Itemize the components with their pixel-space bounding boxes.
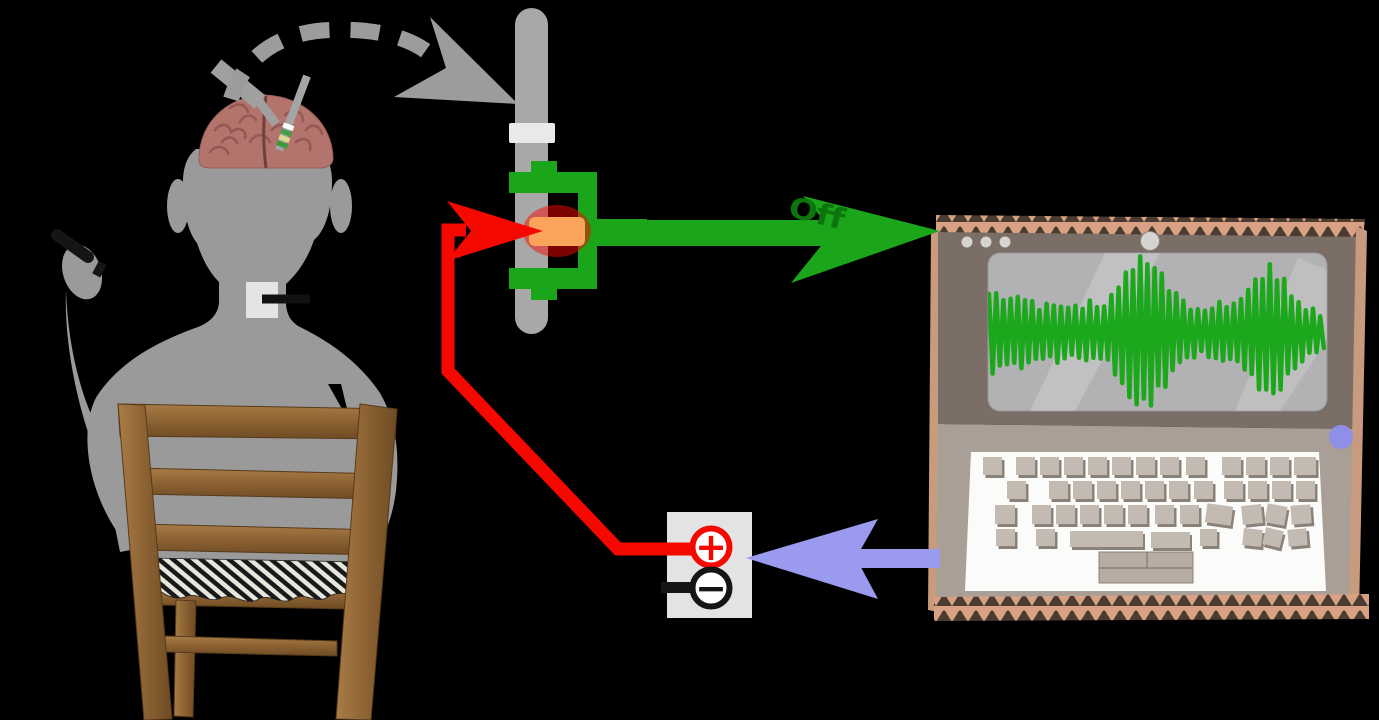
indicator-dot-1: [961, 236, 973, 248]
keyboard-key: [996, 529, 1018, 549]
laptop-bottom-cardboard-edge: [934, 594, 1369, 621]
chair-front-leg: [173, 599, 197, 718]
right-ear: [330, 179, 352, 233]
keyboard-key: [1246, 457, 1268, 478]
keyboard-key: [1036, 529, 1058, 549]
gray-arrowhead: [394, 17, 518, 104]
dashed-transfer-arrow: [223, 17, 518, 104]
laptop-top-cardboard-edge: [936, 215, 1365, 237]
keyboard-key: [1287, 528, 1311, 550]
keyboard-key: [1040, 457, 1062, 478]
keyboard-key: [1180, 505, 1202, 527]
probe-tube-assembly: [447, 8, 647, 334]
wooden-chair: [117, 403, 398, 720]
keyboard-key: [1290, 504, 1315, 528]
keyboard-key: [1186, 457, 1208, 478]
minus-terminal-label: −: [695, 566, 727, 610]
chair-right-stile: [335, 403, 398, 720]
keyboard-key: [983, 457, 1005, 478]
webcam-dot: [1140, 231, 1160, 251]
exposed-brain: [198, 59, 334, 169]
keyboard-key: [1097, 481, 1119, 502]
minus-terminal: −: [689, 566, 733, 610]
keyboard-key: [1160, 457, 1182, 478]
implant-electrode: [275, 74, 311, 152]
keyboard-key: [1104, 505, 1126, 527]
keyboard-key: [1016, 457, 1038, 478]
keyboard-key: [1080, 505, 1102, 527]
keyboard-key: [1294, 457, 1319, 478]
indicator-dot-3: [999, 236, 1011, 248]
keyboard-key: [1264, 503, 1290, 529]
handheld-pen: [51, 229, 107, 278]
keyboard-key: [1155, 505, 1177, 527]
keyboard-key: [1136, 457, 1158, 478]
cardboard-laptop: [928, 215, 1369, 621]
plus-terminal-label: +: [695, 525, 727, 569]
chair-top-rail: [117, 403, 398, 440]
green-arrowhead: [791, 196, 940, 283]
keyboard-key: [1262, 527, 1286, 552]
signal-output-arrow: Off: [593, 191, 940, 283]
keyboard-keys: [983, 457, 1319, 552]
keyboard-key: [1248, 481, 1270, 502]
keyboard-key: [1270, 457, 1292, 478]
stimulus-wire: [441, 223, 699, 556]
tube-band: [509, 123, 555, 143]
head-and-torso: [87, 149, 398, 572]
chair-rail-2: [133, 467, 387, 500]
power-button: [1329, 425, 1353, 449]
stimulus-arrowhead: [447, 201, 543, 261]
feedback-arrow: [746, 519, 940, 599]
dashed-arc: [223, 21, 436, 102]
keyboard-key: [1073, 481, 1095, 502]
keyboard-key: [1049, 481, 1071, 502]
keyboard-key: [1242, 528, 1266, 551]
keyboard-key: [1128, 505, 1150, 527]
keyboard-key: [1112, 457, 1134, 478]
keyboard-key: [1222, 457, 1244, 478]
keyboard-key: [1169, 481, 1191, 502]
keyboard-key: [1121, 481, 1143, 502]
laptop-right-cardboard-edge: [1349, 226, 1367, 614]
keyboard-key: [1056, 505, 1078, 527]
indicator-dot-2: [980, 236, 992, 248]
blue-arrowhead: [746, 519, 878, 599]
heat-core: [529, 217, 585, 246]
signal-waveform: [988, 254, 1327, 408]
electrode-bands: [276, 122, 295, 149]
chair-stretcher: [164, 635, 338, 657]
keyboard-key: [1007, 481, 1029, 502]
chair-left-stile: [117, 403, 173, 720]
keyboard-key: [1241, 504, 1266, 528]
spacebar-group: [1070, 531, 1192, 551]
indicator-lights: [961, 236, 1011, 248]
keyboard-key: [1200, 529, 1220, 549]
blue-arrow-shaft: [851, 549, 940, 568]
person-silhouette: [51, 149, 398, 572]
keyboard-key: [1088, 457, 1110, 478]
keyboard-key: [1032, 505, 1054, 527]
keyboard-key: [1064, 457, 1086, 478]
keyboard-key: [1204, 503, 1236, 530]
keyboard-key: [1272, 481, 1294, 502]
keyboard-key: [1224, 481, 1246, 502]
keyboard-key: [1194, 481, 1216, 502]
keyboard-key: [995, 505, 1018, 527]
green-arrow-shaft: [593, 220, 839, 246]
neck-connector: [246, 282, 310, 318]
keyboard-key: [1296, 481, 1318, 502]
trackpad: [1098, 551, 1194, 584]
ground-wire-stub: [661, 582, 693, 593]
plus-terminal: +: [689, 525, 733, 569]
woven-seat: [149, 557, 366, 602]
chair-rail-3: [138, 523, 382, 556]
keyboard-key: [1145, 481, 1167, 502]
